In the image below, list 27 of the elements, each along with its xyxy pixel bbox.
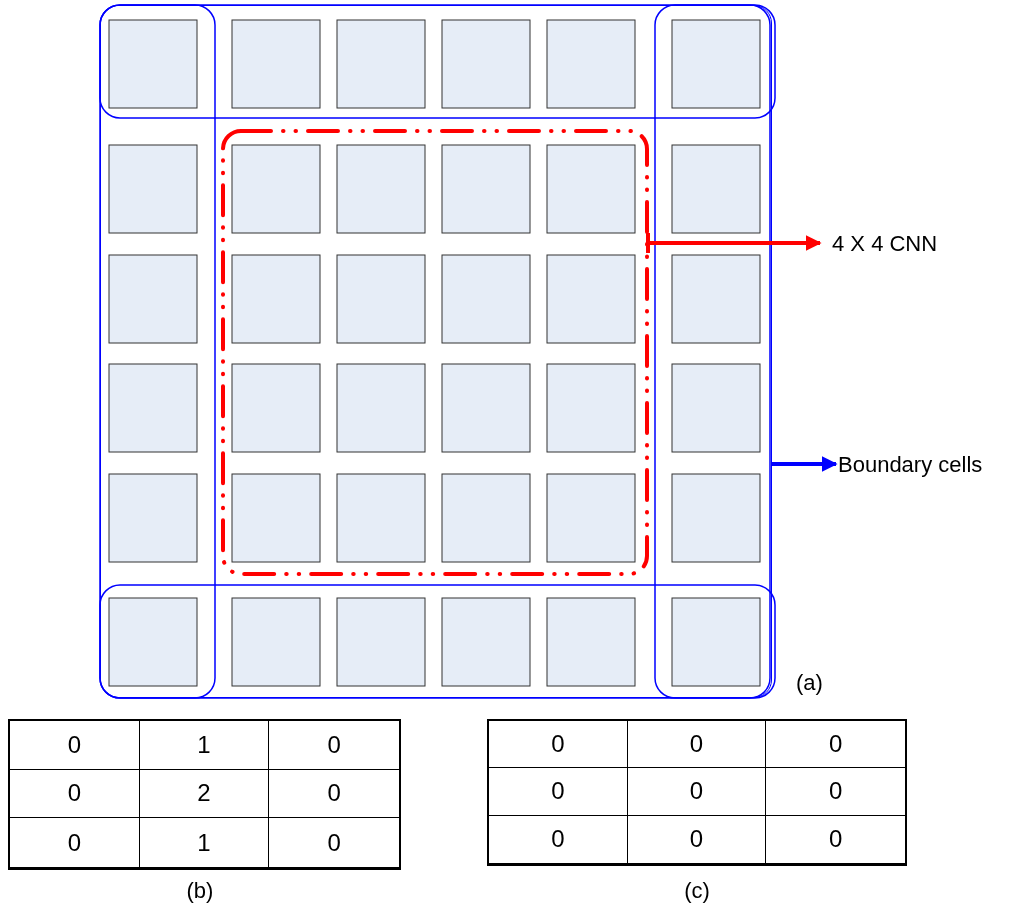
arrow — [772, 456, 838, 472]
table-cell: 0 — [269, 721, 399, 770]
arrow — [646, 233, 822, 253]
table-cell: 0 — [10, 818, 140, 867]
table-cell: 1 — [139, 721, 270, 770]
table-cell: 0 — [269, 769, 399, 819]
table-cell: 0 — [489, 815, 628, 863]
table-cell: 0 — [627, 815, 767, 863]
table-cell: 0 — [766, 768, 905, 816]
table-cell: 1 — [139, 818, 270, 867]
caption: (b) — [185, 877, 215, 905]
table-cell: 0 — [627, 768, 767, 816]
table-cell: 0 — [489, 721, 628, 769]
table-cell-text: 0 — [828, 824, 844, 855]
table-cell: 0 — [489, 768, 628, 816]
caption: (a) — [796, 669, 823, 697]
dash-dot-frame — [221, 129, 649, 576]
table-cell-text: 0 — [326, 827, 342, 858]
boundary-frame — [100, 5, 772, 698]
caption: (c) — [683, 877, 711, 905]
table-cell: 2 — [139, 769, 270, 819]
table-cell: 0 — [10, 721, 140, 770]
table-cell: 0 — [627, 721, 767, 769]
label-text: Boundary cells — [838, 449, 1018, 479]
table-cell: 0 — [10, 769, 140, 819]
label-text: 4 X 4 CNN — [832, 228, 982, 258]
table-cell: 0 — [766, 721, 905, 769]
